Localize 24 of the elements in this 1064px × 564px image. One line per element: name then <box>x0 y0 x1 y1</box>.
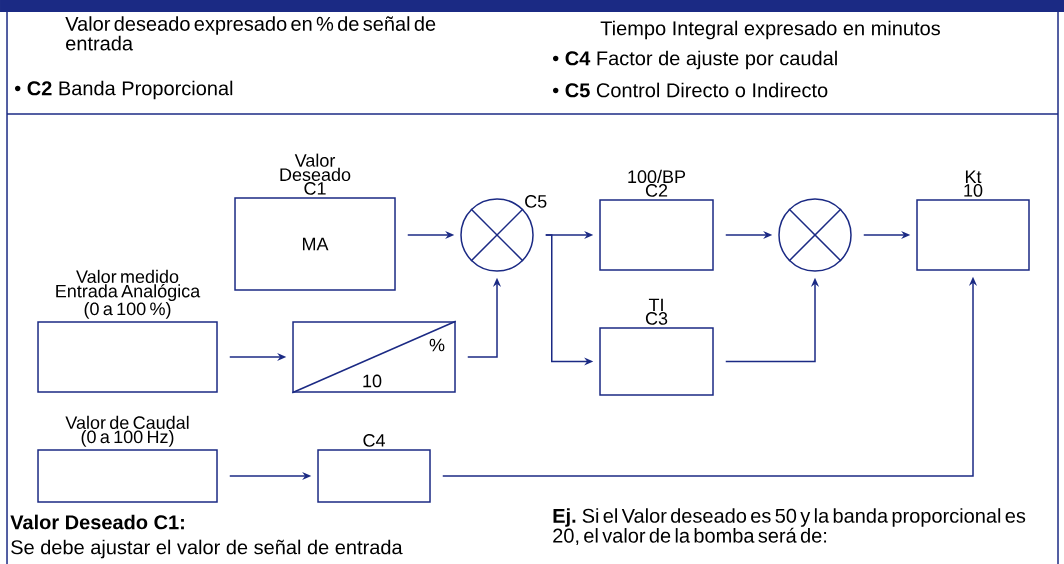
bullet-item: • C2 Banda Proporcional <box>15 80 233 100</box>
description-text: Tiempo Integral expresado en minutos <box>600 20 940 40</box>
description-text: Valor deseado expresado en % de señal de entrada <box>65 16 436 51</box>
process-box: 100/BP C2 <box>599 169 714 271</box>
node-label: Valor de Caudal (0 a 100 Hz) <box>65 415 189 447</box>
node-label: TI C3 <box>645 298 668 325</box>
node-label: Kt 10 <box>964 170 983 197</box>
example-text: Ej. Si el Valor deseado es 50 y la banda proporcional es 20, el valor de la bomba será de: <box>553 508 1026 546</box>
node-label: Valor medido Entrada Analógica (0 a 100 %) <box>56 269 201 319</box>
node-label: 100/BP C2 <box>628 169 686 197</box>
bullet-item: • C4 Factor de ajuste por caudal <box>553 50 837 70</box>
node-label: C4 <box>363 434 385 447</box>
summing-junction <box>778 198 852 272</box>
ramp-box: % 10 <box>291 320 457 394</box>
process-box: Valor Deseado C1 MA <box>234 153 396 291</box>
node-label: Valor Deseado C1 <box>280 153 351 195</box>
bullet-item: • C5 Control Directo o Indirecto <box>553 82 828 98</box>
body-text: Se debe ajustar el valor de señal de entrada <box>11 539 403 559</box>
process-box: TI C3 <box>599 298 714 396</box>
summing-junction: C5 <box>460 195 547 272</box>
process-box: C4 <box>317 434 431 503</box>
process-box: Valor de Caudal (0 a 100 Hz) <box>37 415 218 503</box>
process-box: Kt 10 <box>916 170 1030 271</box>
process-box: Valor medido Entrada Analógica (0 a 100 %) <box>37 269 218 393</box>
